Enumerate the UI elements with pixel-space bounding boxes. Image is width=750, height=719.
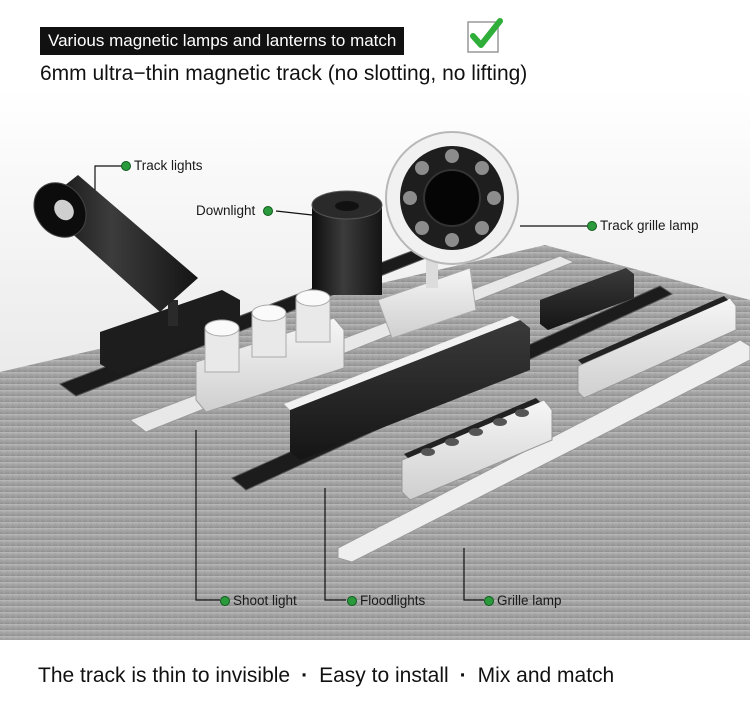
callout-lines: [94, 165, 595, 601]
dot-icon: [587, 221, 597, 232]
tagline-separator: ·: [459, 664, 467, 687]
dot-icon: [121, 161, 131, 172]
dot-icon: [220, 596, 230, 607]
callout-shoot-light: Shoot light: [220, 593, 297, 608]
callout-track-grille-lamp: Track grille lamp: [587, 218, 699, 233]
round-lamp-stem: [426, 258, 438, 288]
footer-tagline: The track is thin to invisible · Easy to i…: [38, 664, 614, 688]
grille-lamp-rear-body: [577, 297, 737, 399]
check-icon: [467, 18, 503, 53]
callout-grille-lamp: Grille lamp: [484, 593, 562, 608]
dot-icon: [484, 596, 494, 607]
track-light-stem: [168, 300, 178, 326]
floodlight-body: [290, 320, 530, 460]
banner-heading: Various magnetic lamps and lanterns to m…: [40, 27, 405, 55]
tagline-match: Mix and match: [477, 664, 615, 687]
round-lamp-base: [377, 267, 477, 339]
grille-lamp-rear-cells: [578, 296, 728, 364]
tagline-separator: ·: [301, 664, 309, 687]
track-light-base: [100, 290, 240, 374]
tagline-install: Easy to install: [319, 664, 449, 687]
downlight-opening: [335, 201, 359, 211]
callout-floodlights: Floodlights: [347, 593, 425, 608]
shoot-light-spots: [204, 289, 331, 373]
dot-icon: [263, 206, 274, 217]
track-light-lens: [54, 199, 74, 221]
callout-track-lights: Track lights: [121, 158, 203, 173]
white-track-front: [337, 339, 750, 563]
dot-icon: [347, 596, 357, 607]
round-lamp-leds: [403, 149, 501, 247]
grille-lamp-front-cells: [404, 398, 540, 458]
subtitle: 6mm ultra−thin magnetic track (no slotti…: [40, 62, 528, 85]
downlight-body: [312, 205, 382, 295]
driver-block: [540, 268, 634, 330]
grille-lamp-front-body: [401, 399, 553, 501]
round-lamp-center: [423, 169, 481, 227]
floodlight-diffuser: [284, 316, 520, 410]
tagline-thin: The track is thin to invisible: [38, 664, 291, 687]
callout-downlight: Downlight: [196, 203, 276, 218]
